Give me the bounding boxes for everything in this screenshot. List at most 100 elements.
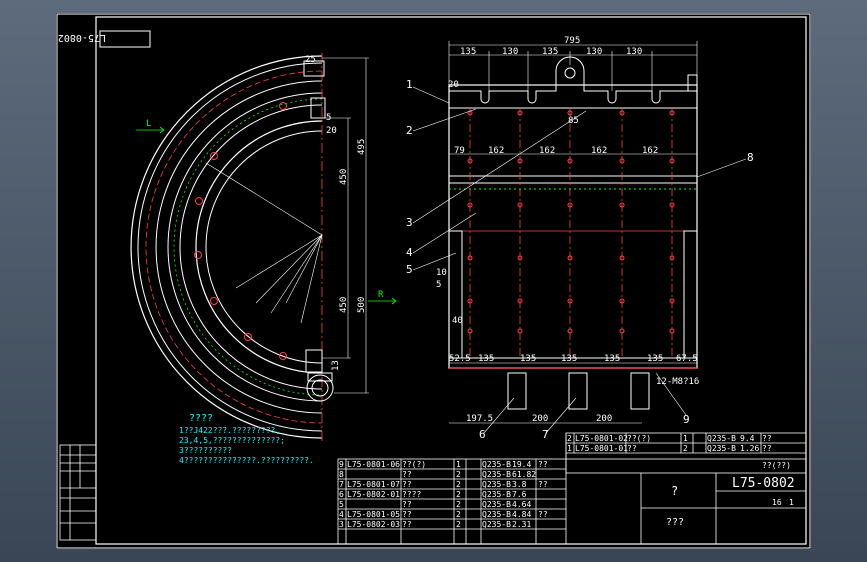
dim-top-2: 130: [502, 47, 518, 57]
bom-cell-no: 8: [339, 470, 344, 479]
dim-bottom-6: 135: [647, 354, 663, 364]
callout-9: 9: [683, 413, 690, 426]
bom-cell-code: L75-0801-05: [347, 510, 400, 519]
bom-cell-mat: Q235-B: [482, 480, 511, 489]
bom-cell-name: ??: [402, 520, 412, 529]
bom-cell-qty: 2: [456, 510, 461, 519]
bom-cell-qty: 2: [456, 470, 461, 479]
dim-5: 5: [326, 113, 331, 123]
bom-cell-code: L75-0802-03: [347, 520, 400, 529]
bom-cell-name: ??: [402, 480, 412, 489]
rotated-drawing-no: L75-0802: [58, 32, 106, 43]
note-1: 1??J422???.?????????,: [179, 426, 280, 435]
note-3: 3??????????: [179, 446, 232, 455]
bom-cell-code: L75-0801-07: [347, 480, 400, 489]
dim-450-bottom: 450: [339, 297, 349, 313]
dim-bottom-4: 135: [561, 354, 577, 364]
outer-frame: [56, 13, 811, 549]
bom-cell-qty: 1: [456, 460, 461, 469]
bom-cell-mat: Q235-B: [482, 460, 511, 469]
callout-1: 1: [406, 78, 413, 91]
note-4: 4???????????????.??????????.: [179, 456, 314, 465]
callout-7: 7: [542, 428, 549, 441]
bom-cell-mat: Q235-B: [707, 444, 736, 453]
callout-4: 4: [406, 246, 413, 259]
dim-mid-2: 162: [488, 146, 504, 156]
dim-500: 500: [357, 297, 367, 313]
bom-cell-mat: Q235-B: [482, 510, 511, 519]
title-name: ???: [666, 517, 684, 528]
front-center-lines: [469, 108, 673, 358]
bom-cell-w: 1.26: [740, 444, 759, 453]
bom-cell-name: ??: [402, 510, 412, 519]
bom-cell-name: ??(?): [627, 434, 651, 443]
bom-cell-w: 4.84: [512, 510, 531, 519]
bom-table-lines: [337, 432, 807, 545]
title-scale: 16: [772, 498, 782, 507]
bom-cell-qty: 1: [683, 434, 688, 443]
dim-base-3: 200: [596, 414, 612, 424]
dim-20: 20: [326, 126, 337, 136]
bom-cell-no: 9: [339, 460, 344, 469]
bom-cell-name: ??: [627, 444, 637, 453]
dim-mid-3: 162: [539, 146, 555, 156]
bom-cell-w: 9.4: [740, 434, 755, 443]
callout-5: 5: [406, 263, 413, 276]
callout-6: 6: [479, 428, 486, 441]
dim-450-top: 450: [339, 169, 349, 185]
bom-cell-note: ??: [538, 510, 548, 519]
dim-25: 25: [305, 55, 316, 65]
dim-85: 85: [568, 116, 579, 126]
dim-mid-5: 162: [642, 146, 658, 156]
bom-cell-code: L75-0801-02: [575, 434, 628, 443]
bom-cell-code: L75-0802-01: [347, 490, 400, 499]
dim-10: 10: [436, 268, 447, 278]
bom-cell-no: 5: [339, 500, 344, 509]
bom-cell-note: ??: [538, 460, 548, 469]
bom-cell-w: 7.6: [512, 490, 527, 499]
dim-bottom-1: 52.5: [449, 354, 471, 364]
title-drawing-no: L75-0802: [732, 476, 795, 491]
view-marker-left: [136, 126, 165, 134]
bom-cell-no: 1: [567, 444, 572, 453]
bom-cell-name: ????: [402, 490, 421, 499]
dim-495: 495: [357, 139, 367, 155]
dim-top-3: 135: [542, 47, 558, 57]
drawing-svg: L75-0802: [56, 13, 811, 549]
dim-mid-1: 79: [454, 146, 465, 156]
note-2: 23,4,5,??????????????;: [179, 436, 285, 445]
bom-cell-qty: 2: [456, 520, 461, 529]
callout-2: 2: [406, 124, 413, 137]
dim-5: 5: [436, 280, 441, 290]
front-holes: [467, 110, 675, 334]
callout-8: 8: [747, 151, 754, 164]
dim-bottom-7: 67.5: [676, 354, 698, 364]
bom-cell-mat: Q235-B: [482, 500, 511, 509]
bom-cell-name: ??(?): [402, 460, 426, 469]
bom-cell-w: 2.31: [512, 520, 531, 529]
dim-40: 40: [452, 316, 463, 326]
bom-cell-w: 19.4: [512, 460, 531, 469]
bom-cell-name: ??: [402, 500, 412, 509]
view-right-label: R: [378, 290, 384, 300]
bom-cell-w: 4.64: [512, 500, 531, 509]
dim-mid-4: 162: [591, 146, 607, 156]
bom-cell-code: L75-0801-01: [575, 444, 628, 453]
bom-cell-qty: 2: [456, 500, 461, 509]
left-side-table: [59, 444, 97, 541]
bom-cell-no: 3: [339, 520, 344, 529]
dim-top-left: 20: [448, 80, 459, 90]
dim-top-5: 130: [626, 47, 642, 57]
bom-cell-name: ??: [402, 470, 412, 479]
notes-title: ????: [189, 413, 213, 424]
title-symbol: ?: [671, 484, 678, 498]
view-marker-right: [368, 297, 397, 305]
bom-cell-code: L75-0801-06: [347, 460, 400, 469]
bom-cell-qty: 2: [456, 490, 461, 499]
bom-cell-mat: Q235-B: [707, 434, 736, 443]
dim-base-2: 200: [532, 414, 548, 424]
dim-bottom-3: 135: [520, 354, 536, 364]
drawing-canvas[interactable]: L75-0802: [56, 13, 811, 549]
